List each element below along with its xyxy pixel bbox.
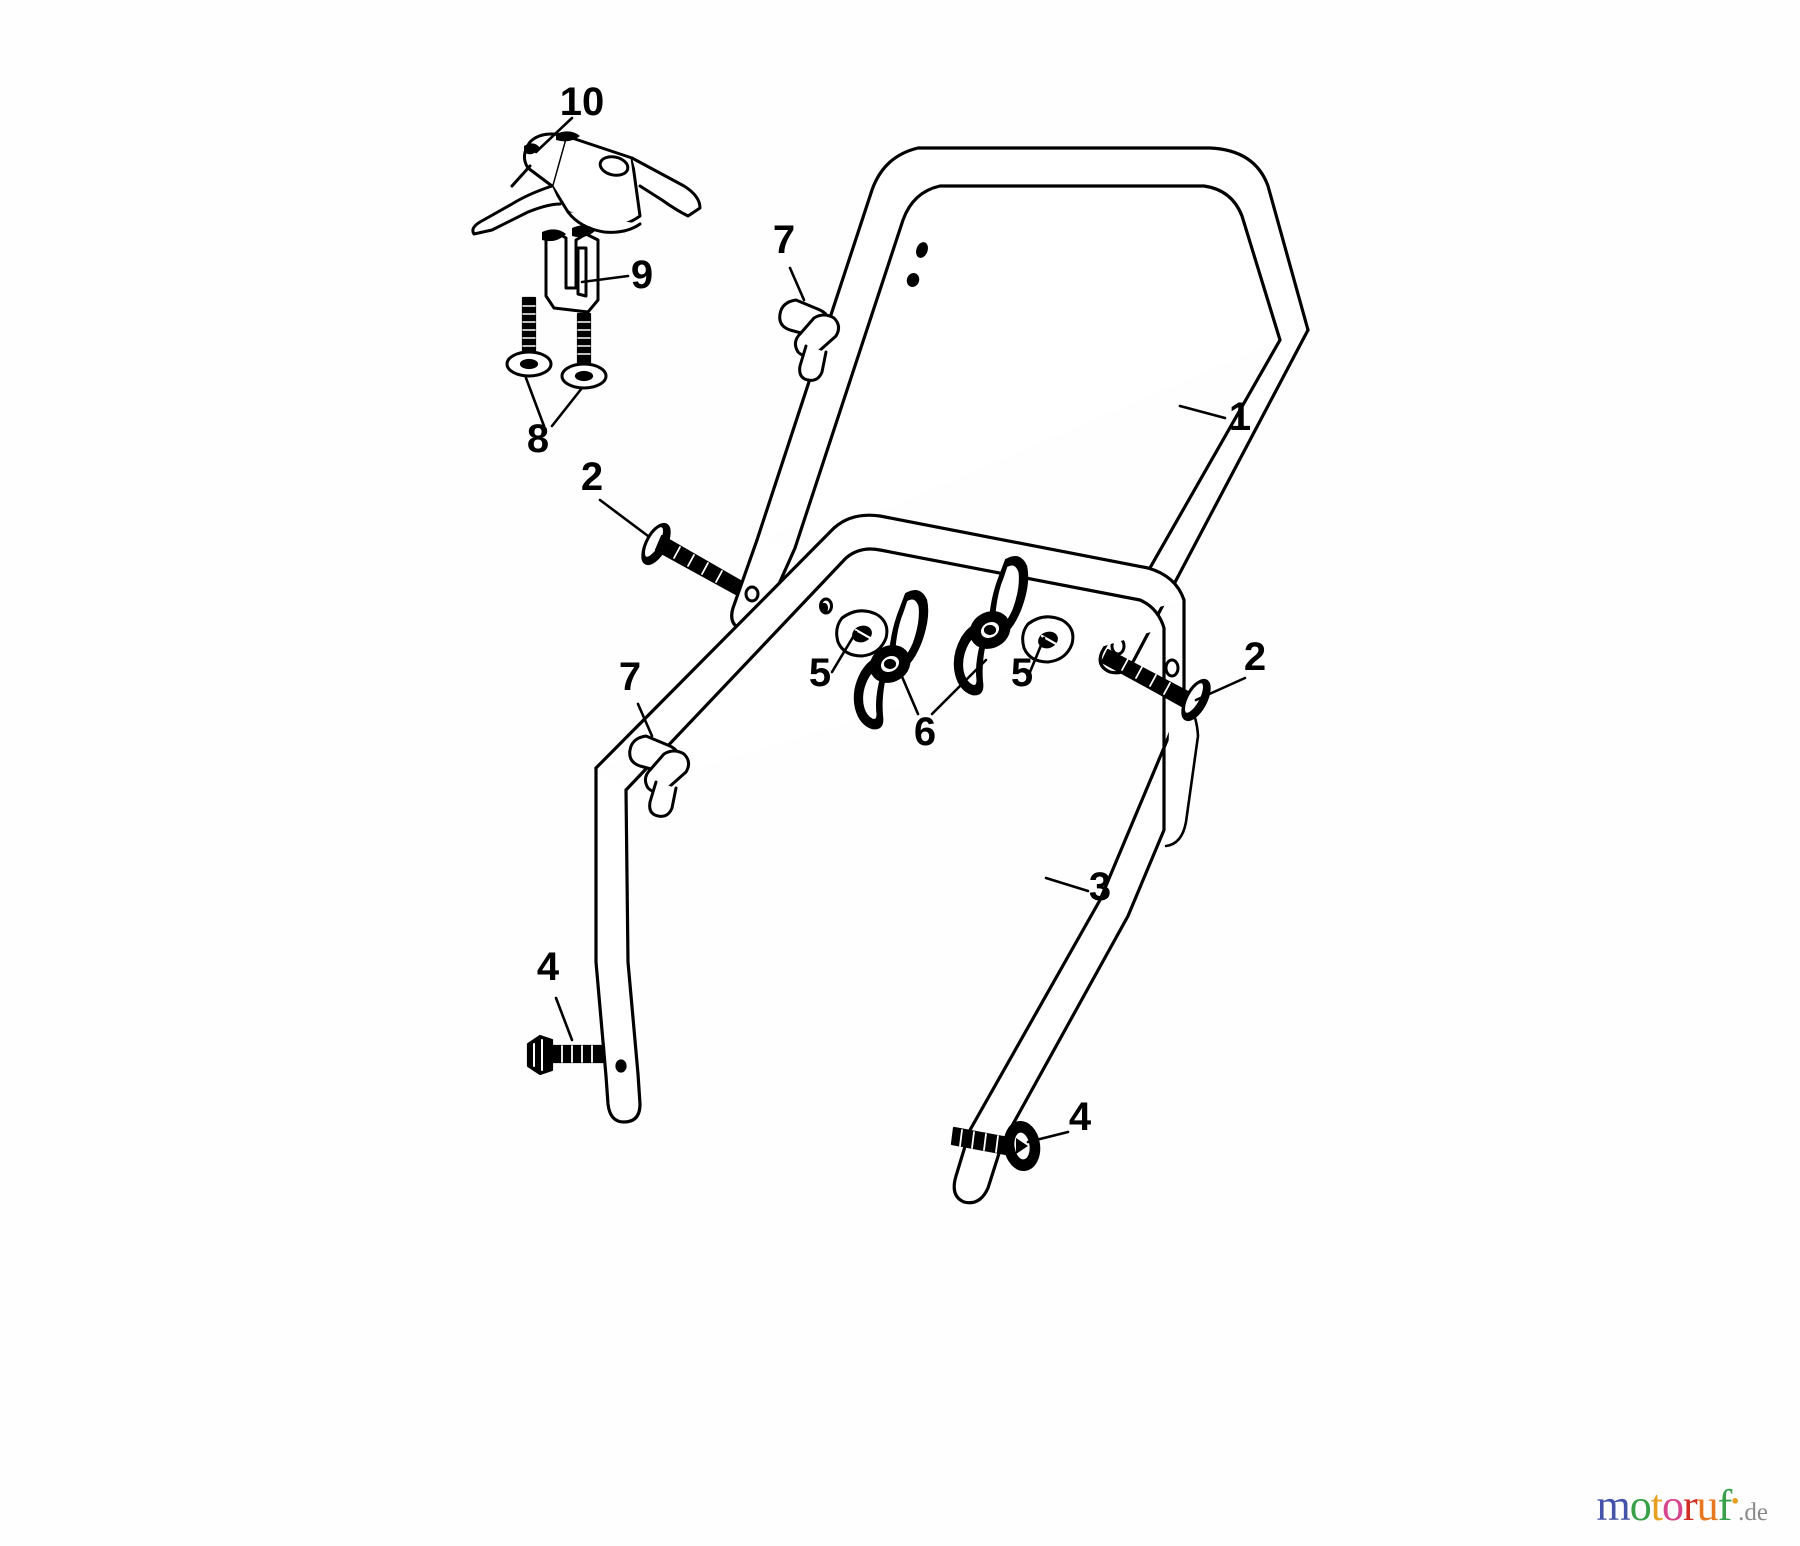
part-6-wing-nut-right xyxy=(953,555,1029,696)
watermark-letter: o xyxy=(1661,1481,1684,1530)
part-8-pan-head-screws xyxy=(505,296,608,390)
callout-label-7b: 7 xyxy=(619,655,641,699)
screw-b xyxy=(560,312,608,390)
callout-label-2a: 2 xyxy=(581,455,603,499)
callout-label-4a: 4 xyxy=(537,945,560,989)
callout-label-9: 9 xyxy=(631,253,653,297)
callout-label-10: 10 xyxy=(560,80,605,124)
watermark-letter: u xyxy=(1696,1481,1719,1530)
part-2-carriage-bolt-left xyxy=(641,522,744,596)
callout-leader-lines xyxy=(524,116,1247,1144)
watermark-suffix: .de xyxy=(1738,1499,1768,1526)
watermark-letter: f xyxy=(1717,1481,1733,1530)
callout-label-6: 6 xyxy=(914,710,936,754)
callout-label-7a: 7 xyxy=(773,218,795,262)
watermark-letter: t xyxy=(1650,1481,1663,1530)
part-2-carriage-bolt-right xyxy=(1100,648,1211,722)
callout-label-5b: 5 xyxy=(1011,651,1033,695)
watermark-letter: o xyxy=(1629,1481,1652,1530)
watermark-letter: m xyxy=(1596,1481,1631,1530)
part-9-bracket-clip xyxy=(542,225,600,314)
part-1-upper-handle-bar xyxy=(730,146,1310,675)
part-5-flat-washer-right xyxy=(1021,615,1075,664)
part-7-cable-clip-upper xyxy=(778,298,841,382)
part-7-cable-clip-lower xyxy=(628,734,691,818)
watermark-accent-dot: ● xyxy=(1731,1492,1739,1508)
callout-label-2b: 2 xyxy=(1244,635,1266,679)
part-10-control-lever-bracket xyxy=(471,131,702,236)
callout-label-4b: 4 xyxy=(1069,1095,1092,1139)
watermark-letter: r xyxy=(1682,1481,1698,1530)
callout-labels: 1 2 2 3 4 4 5 5 6 7 7 8 9 10 xyxy=(527,80,1266,1139)
part-4-hex-bolt-left xyxy=(526,1034,606,1076)
callout-label-5a: 5 xyxy=(809,651,831,695)
screw-a xyxy=(505,296,553,378)
callout-label-3: 3 xyxy=(1089,865,1111,909)
callout-label-8: 8 xyxy=(527,417,549,461)
callout-label-1: 1 xyxy=(1229,395,1251,439)
part-4-hex-bolt-right xyxy=(950,1121,1041,1171)
watermark-wordmark: motoruf xyxy=(1596,1481,1733,1530)
motoruf-watermark: motoruf●.de xyxy=(1597,1484,1769,1528)
